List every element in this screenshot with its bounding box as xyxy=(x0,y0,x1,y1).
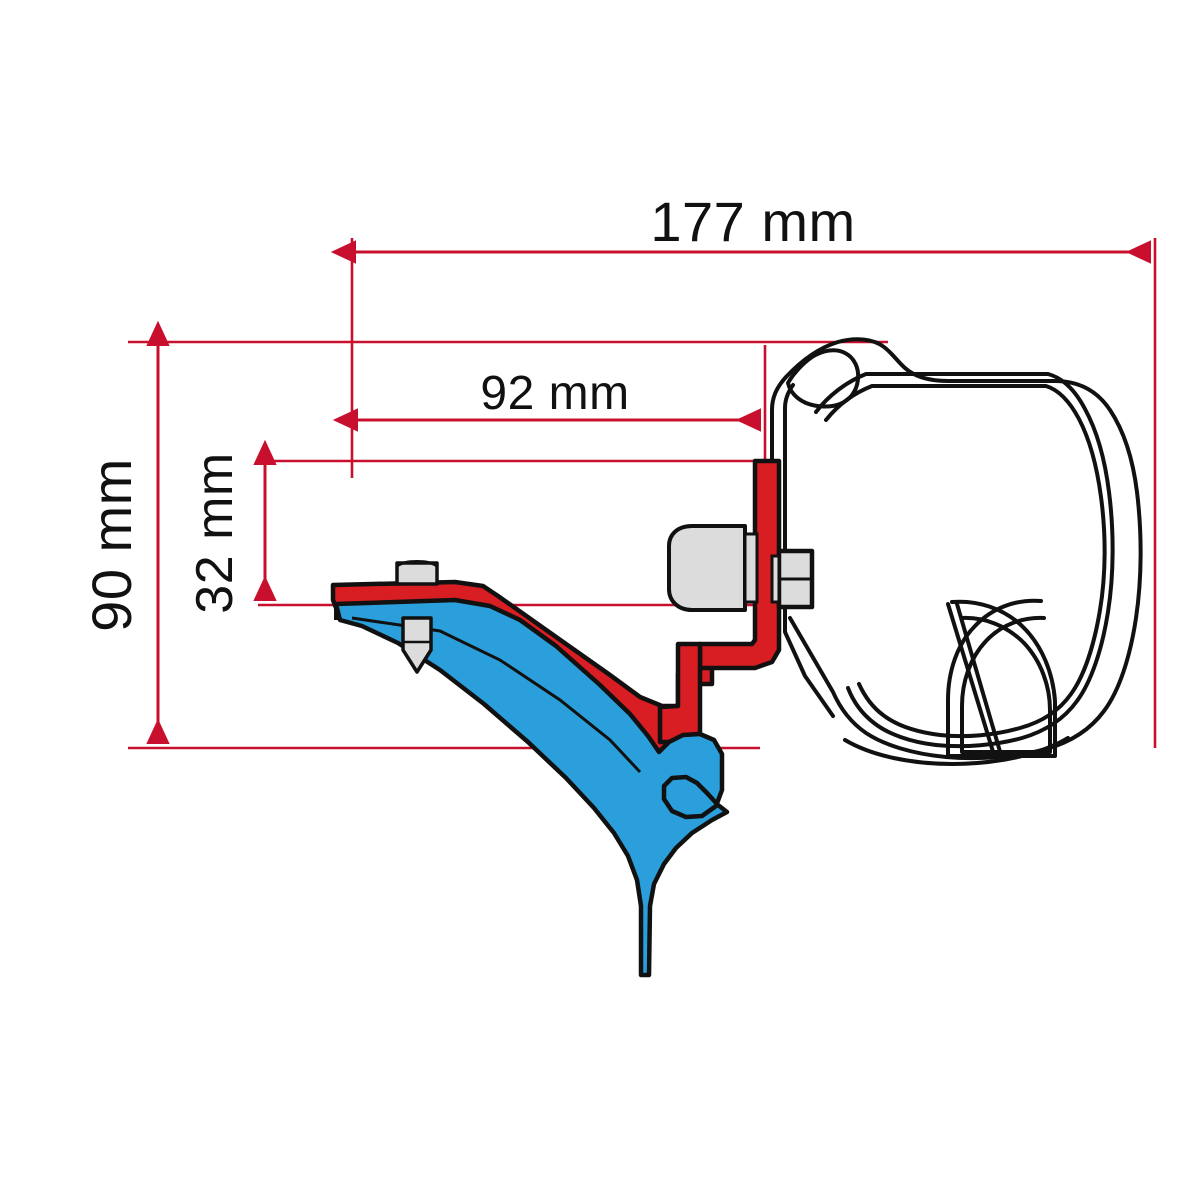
vehicle-rail-profile xyxy=(333,597,730,978)
dimension-label-90mm: 90 mm xyxy=(80,458,143,632)
self-tapping-screw xyxy=(395,560,439,674)
dimension-label-32mm: 32 mm xyxy=(186,452,244,613)
blue-vehicle-roof-rail xyxy=(333,597,730,978)
adapter-web-joint xyxy=(657,641,703,745)
awning-case-outline xyxy=(770,337,1143,766)
mounting-nut xyxy=(770,548,815,610)
screw-head-top-curve xyxy=(396,560,438,568)
dimension-lines xyxy=(146,240,1151,744)
screw-head xyxy=(395,561,439,586)
case-inner-wall-second xyxy=(824,384,1107,739)
bolt-collar xyxy=(743,532,759,604)
dimension-label-177mm: 177 mm xyxy=(650,190,855,253)
case-outer-shell xyxy=(770,337,1143,761)
case-inner-wall xyxy=(814,372,1115,749)
nut-washer xyxy=(770,554,781,604)
roller-tube-diagonal-wall xyxy=(946,602,996,757)
bolt-head-dome xyxy=(667,524,747,612)
roller-tube-diagonal-wall-2 xyxy=(955,602,1003,757)
dimension-label-92mm: 92 mm xyxy=(480,367,629,420)
mounting-bolt xyxy=(667,524,759,612)
screw-shank xyxy=(401,616,433,674)
roller-tube-outline xyxy=(946,598,1057,758)
extension-lines xyxy=(128,238,1157,750)
